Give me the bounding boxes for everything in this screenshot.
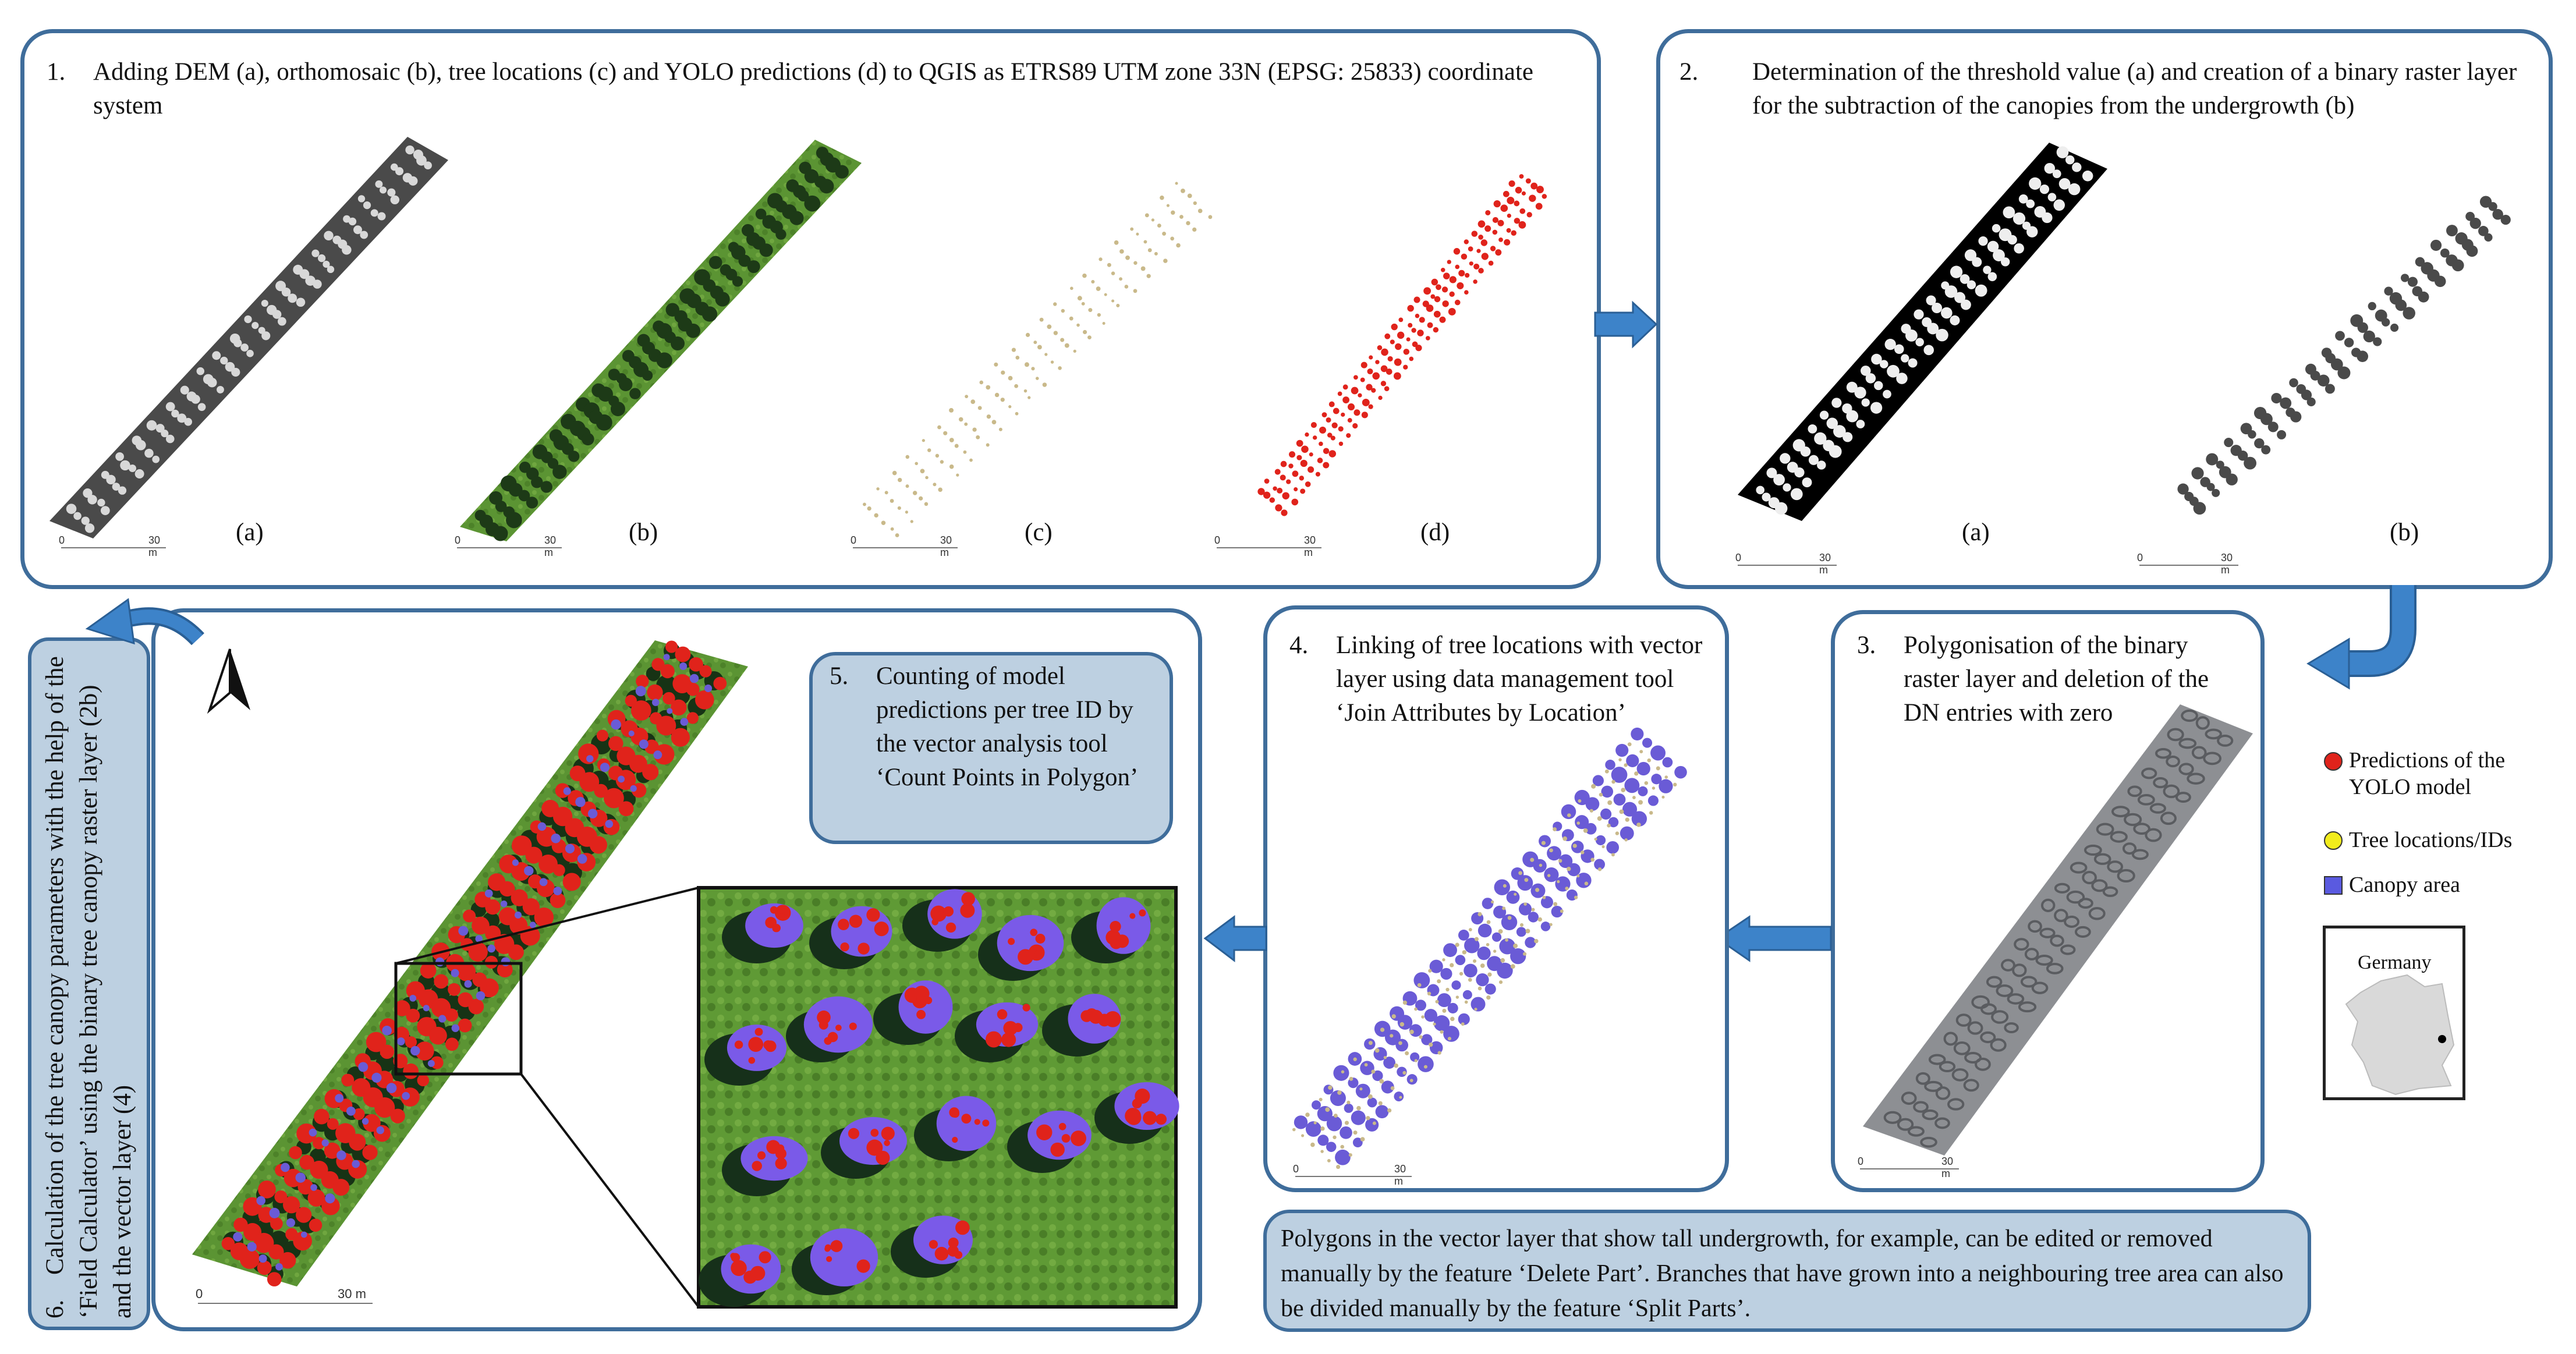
manual-editing-note-text: Polygons in the vector layer that show t… (1281, 1225, 2284, 1322)
step1-text: Adding DEM (a), orthomosaic (b), tree lo… (93, 58, 1533, 119)
caption-2a: (a) (1962, 519, 1990, 546)
caption-1d: (d) (1420, 519, 1450, 546)
step2-text: Determination of the threshold value (a)… (1752, 58, 2517, 119)
arrow-2-to-3 (2306, 585, 2416, 690)
legend: Predictions of the YOLO model Tree locat… (2323, 745, 2556, 920)
legend-tree-location-marker (2324, 831, 2343, 850)
arrow-4-to-5 (1203, 915, 1267, 963)
legend-prediction-marker (2324, 752, 2343, 771)
step5-text: Counting of model predictions per tree I… (876, 662, 1139, 791)
step6-text: Calculation of the tree canopy parameter… (41, 656, 136, 1318)
legend-canopy-label: Canopy area (2349, 873, 2460, 897)
arrow-3-to-4 (1716, 915, 1832, 962)
legend-tree-location-label: Tree locations/IDs (2349, 828, 2513, 852)
caption-2b: (b) (2390, 519, 2419, 546)
legend-canopy-marker (2324, 876, 2343, 895)
step6-number: 6. (41, 1299, 69, 1318)
north-arrow-icon (207, 648, 250, 714)
step3-text: Polygonisation of the binary raster laye… (1904, 632, 2209, 726)
step5-number: 5. (830, 662, 849, 690)
step6-panel (28, 637, 150, 1330)
caption-1b: (b) (629, 519, 658, 546)
caption-1c: (c) (1025, 519, 1053, 546)
step3-number: 3. (1857, 632, 1876, 659)
step4-text: Linking of tree locations with vector la… (1336, 632, 1703, 726)
caption-1a: (a) (236, 519, 264, 546)
step5-label-box (809, 652, 1173, 844)
germany-shape (2345, 974, 2455, 1096)
legend-prediction-label: Predictions of the YOLO model (2349, 748, 2506, 799)
arrow-5-to-6 (85, 598, 204, 646)
step4-number: 4. (1289, 632, 1309, 659)
step6-text-wrapper: 6.Calculation of the tree canopy paramet… (28, 637, 150, 1330)
manual-editing-note (1263, 1210, 2311, 1332)
germany-inset-map: Germany (2323, 926, 2465, 1100)
step1-number: 1. (47, 58, 66, 86)
step2-number: 2. (1679, 58, 1699, 86)
arrow-1-to-2 (1594, 300, 1658, 349)
germany-label: Germany (2358, 952, 2432, 973)
